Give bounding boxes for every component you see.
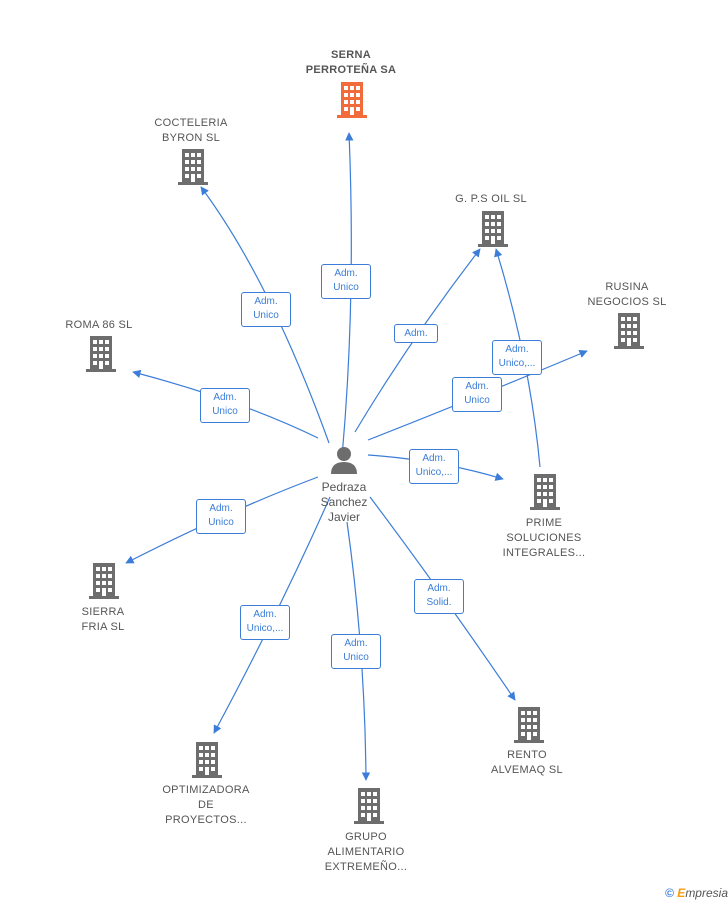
edge-label-roma[interactable]: Adm. Unico xyxy=(200,387,250,423)
company-label-cocteleria[interactable]: COCTELERIA BYRON SL xyxy=(154,117,228,144)
building-icon[interactable] xyxy=(478,211,508,247)
building-icon[interactable] xyxy=(354,788,384,824)
building-icon[interactable] xyxy=(86,336,116,372)
company-label-sierra[interactable]: SIERRA FRIA SL xyxy=(81,606,125,633)
brand-logo: © Empresia xyxy=(665,886,728,900)
building-icon[interactable] xyxy=(337,82,367,118)
company-label-grupo[interactable]: GRUPO ALIMENTARIO EXTREMEÑO... xyxy=(324,831,408,873)
company-label-optimizadora[interactable]: OPTIMIZADORA DE PROYECTOS... xyxy=(162,784,250,826)
edge-label-cocteleria[interactable]: Adm. Unico xyxy=(241,291,291,327)
edge-label-rento[interactable]: Adm. Solid. xyxy=(414,578,464,614)
edge-label-gps-from-prime[interactable]: Adm. Unico,... xyxy=(492,339,542,375)
person-icon[interactable] xyxy=(331,447,357,474)
edge-label-prime[interactable]: Adm. Unico,... xyxy=(409,448,459,484)
edge-label-serna[interactable]: Adm. Unico xyxy=(321,263,371,299)
copyright-icon: © xyxy=(665,886,674,900)
company-label-roma[interactable]: ROMA 86 SL xyxy=(65,319,133,331)
building-icon[interactable] xyxy=(178,149,208,185)
company-label-gps[interactable]: G. P.S OIL SL xyxy=(455,193,527,205)
building-icon[interactable] xyxy=(192,742,222,778)
company-label-rento[interactable]: RENTO ALVEMAQ SL xyxy=(491,749,563,776)
building-icon[interactable] xyxy=(614,313,644,349)
company-label-prime[interactable]: PRIME SOLUCIONES INTEGRALES... xyxy=(502,517,586,559)
person-name[interactable]: Pedraza Sanchez Javier xyxy=(320,480,368,524)
edge-label-gps[interactable]: Adm. xyxy=(394,323,438,343)
company-label-serna[interactable]: SERNA PERROTEÑA SA xyxy=(305,49,397,76)
building-icon[interactable] xyxy=(514,707,544,743)
edge-label-grupo[interactable]: Adm. Unico xyxy=(331,633,381,669)
company-label-rusina[interactable]: RUSINA NEGOCIOS SL xyxy=(587,281,667,308)
building-icon[interactable] xyxy=(89,563,119,599)
edge-label-optimizadora[interactable]: Adm. Unico,... xyxy=(240,604,290,640)
edge-label-sierra[interactable]: Adm. Unico xyxy=(196,498,246,534)
building-icon[interactable] xyxy=(530,474,560,510)
edge-label-rusina[interactable]: Adm. Unico xyxy=(452,376,502,412)
